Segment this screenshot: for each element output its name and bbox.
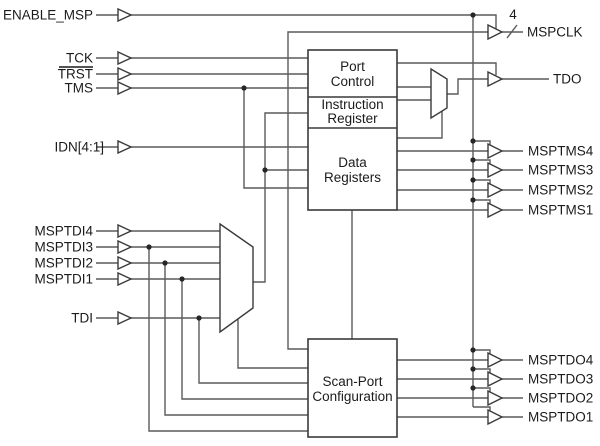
mspclk-output-buffer-icon	[487, 23, 504, 41]
junction-msptdi2	[162, 260, 168, 266]
msptdi4-buffer-icon	[117, 223, 133, 239]
wire-port-control-to-tdo-buffer-enable	[397, 62, 497, 75]
trst-buffer-icon	[117, 66, 133, 82]
data-registers-title-line2: Registers	[324, 170, 381, 185]
junction-tms	[241, 85, 247, 91]
bus-width-slash-icon	[506, 24, 518, 39]
msptms2-label: MSPTMS2	[528, 183, 593, 198]
instruction-register-title-line2: Register	[327, 111, 378, 126]
msptdi4-label: MSPTDI4	[34, 224, 93, 239]
tdo-output-mux-icon	[430, 67, 448, 120]
scan-port-configuration-box	[307, 338, 398, 438]
scan-port-configuration-title-line2: Configuration	[312, 389, 392, 404]
junction-enable-msptdo4	[470, 347, 476, 353]
wires	[96, 14, 549, 432]
output-buffers	[487, 23, 504, 426]
wire-tdi-mux-out-to-instruction-register	[253, 112, 308, 283]
wire-tdo-mux-out-to-tdo-buffer	[447, 78, 488, 95]
tck-buffer-icon	[117, 50, 133, 66]
wire-enable-msp-to-mspclk-buffer-enable	[131, 14, 497, 29]
wire-enable-tap-msptms4	[473, 140, 491, 145]
enable-msp-label: ENABLE_MSP	[3, 8, 93, 23]
wire-msptdi2-branch-to-scan-port	[164, 263, 308, 416]
junction-enable-msptdo3	[470, 366, 476, 372]
msptdi2-label: MSPTDI2	[34, 256, 93, 271]
msptdo1-label: MSPTDO1	[528, 410, 593, 425]
wire-scan-port-to-mspclk-buffer	[287, 31, 488, 350]
idn-label: IDN[4:1]	[54, 140, 104, 155]
labels: ENABLE_MSP TCK TRST TMS IDN[4:1] MSPTDI4…	[3, 7, 594, 425]
tdo-output-buffer-icon	[487, 70, 504, 88]
wire-enable-tap-msptdo2	[473, 387, 491, 392]
wire-tdi-mux-select-from-scan-port	[237, 319, 308, 369]
tck-label: TCK	[66, 51, 93, 66]
idn-buffer-icon	[117, 139, 133, 155]
junction-dots	[146, 12, 476, 391]
msptms4-output-buffer-icon	[487, 142, 504, 160]
junction-enable-msptms2	[470, 177, 476, 183]
scan-port-configuration-title-line1: Scan-Port	[322, 374, 382, 389]
msptdi3-buffer-icon	[117, 239, 133, 255]
msptdo2-label: MSPTDO2	[528, 391, 593, 406]
junction-msptdi1	[179, 276, 185, 282]
junction-enable-top	[470, 12, 476, 18]
wire-enable-tap-msptdo4	[473, 349, 491, 354]
msptdo4-label: MSPTDO4	[528, 353, 594, 368]
junction-enable-msptms1	[470, 197, 476, 203]
wire-msptdi1-branch-to-scan-port	[181, 279, 308, 400]
port-control-title-line1: Port	[340, 59, 365, 74]
msptms1-label: MSPTMS1	[528, 203, 593, 218]
enable-msp-buffer-icon	[117, 7, 133, 23]
blocks	[307, 49, 398, 438]
input-buffers	[117, 7, 133, 326]
msptms2-output-buffer-icon	[487, 181, 504, 199]
tms-label: TMS	[65, 81, 94, 96]
junction-enable-msptms3	[470, 157, 476, 163]
msptdi1-label: MSPTDI1	[34, 272, 93, 287]
tms-buffer-icon	[117, 80, 133, 96]
port-control-title-line2: Control	[331, 74, 375, 89]
junction-tdi	[196, 315, 202, 321]
junction-enable-msptms4	[470, 138, 476, 144]
msptdo3-label: MSPTDO3	[528, 372, 593, 387]
tdi-input-mux-icon	[219, 222, 254, 334]
msptms3-output-buffer-icon	[487, 161, 504, 179]
msptdi1-buffer-icon	[117, 271, 133, 287]
wire-tms-branch-to-data-registers	[243, 88, 308, 189]
tdo-label: TDO	[553, 72, 582, 87]
msptms4-label: MSPTMS4	[528, 144, 594, 159]
wire-enable-tap-msptms2	[473, 179, 491, 184]
wire-msptdi3-branch-to-scan-port	[148, 247, 308, 432]
data-registers-title-line1: Data	[338, 155, 367, 170]
wire-tdi-branch-to-scan-port	[198, 318, 308, 384]
trst-label: TRST	[58, 67, 93, 82]
mspclk-label: MSPCLK	[527, 25, 583, 40]
msptdo3-output-buffer-icon	[487, 370, 504, 388]
mspclk-bus-width-label: 4	[509, 7, 517, 22]
instruction-register-title-line1: Instruction	[321, 97, 383, 112]
muxes	[219, 67, 448, 334]
msptdi3-label: MSPTDI3	[34, 240, 93, 255]
wire-enable-tap-msptms1	[473, 199, 491, 204]
wire-enable-tap-msptdo3	[473, 368, 491, 373]
wire-enable-tap-msptdo1	[473, 406, 491, 411]
msptdo1-output-buffer-icon	[487, 408, 504, 426]
msptms3-label: MSPTMS3	[528, 163, 593, 178]
msptdo4-output-buffer-icon	[487, 351, 504, 369]
msptdi2-buffer-icon	[117, 255, 133, 271]
junction-mux-out	[262, 167, 268, 173]
junction-enable-msptdo2	[470, 385, 476, 391]
tap-block-box	[307, 49, 398, 211]
tdi-buffer-icon	[117, 310, 133, 326]
junction-msptdi3	[146, 244, 152, 250]
wire-enable-tap-msptms3	[473, 159, 491, 164]
msptms1-output-buffer-icon	[487, 201, 504, 219]
wire-data-registers-to-tdo-mux	[397, 111, 443, 139]
tdi-label: TDI	[71, 311, 93, 326]
msptdo2-output-buffer-icon	[487, 389, 504, 407]
